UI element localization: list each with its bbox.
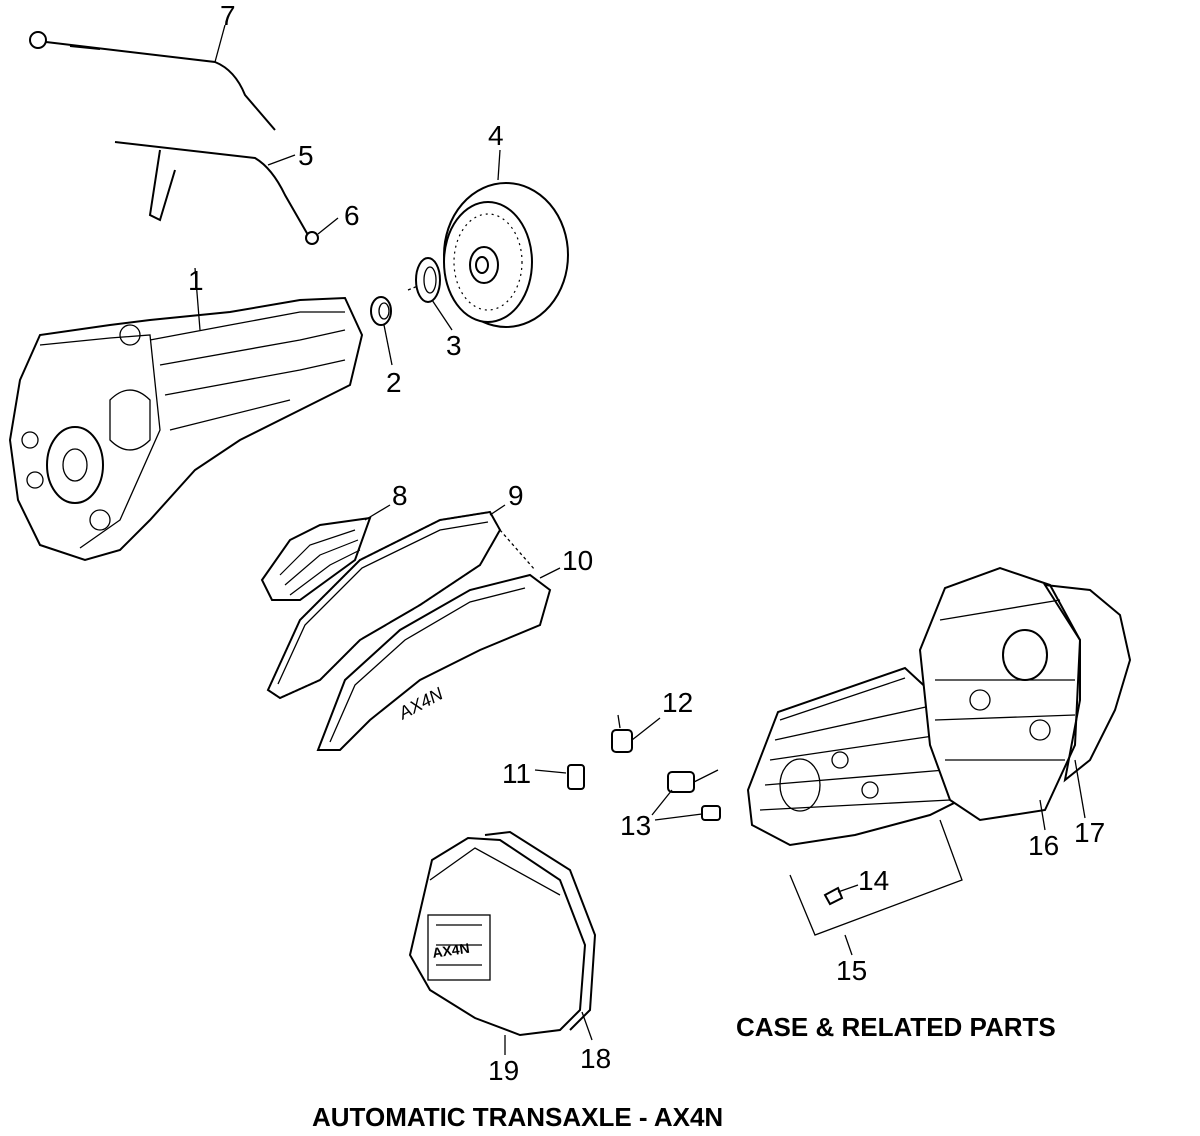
callout-12: 12: [662, 687, 693, 718]
part-18-gasket[interactable]: [484, 830, 597, 1041]
callout-19: 19: [488, 1055, 519, 1086]
part-11-switch[interactable]: [534, 764, 585, 790]
callout-2: 2: [386, 367, 402, 398]
leader-10: [539, 567, 561, 579]
callout-6: 6: [344, 200, 360, 231]
leader-8: [364, 504, 391, 521]
leader-7: [214, 24, 226, 63]
callout-4: 4: [488, 120, 504, 151]
leader-4: [497, 149, 501, 181]
callout-14: 14: [858, 865, 889, 896]
section-caption: CASE & RELATED PARTS: [736, 1012, 1056, 1042]
part-17-gasket[interactable]: [1043, 583, 1132, 819]
callout-9: 9: [508, 480, 524, 511]
leader-5: [267, 154, 296, 166]
leader-13b: [654, 813, 703, 821]
leader-6: [317, 217, 339, 235]
callout-17: 17: [1074, 817, 1105, 848]
leader-2: [383, 324, 393, 366]
leader-3: [431, 299, 453, 331]
callout-18: 18: [580, 1043, 611, 1074]
part-16-case[interactable]: [918, 566, 1082, 831]
leader-9: [489, 504, 506, 516]
part-12-sensor[interactable]: [611, 714, 661, 753]
part-7-dipstick[interactable]: [29, 24, 276, 131]
callout-5: 5: [298, 140, 314, 171]
leader-13a: [651, 789, 673, 816]
callout-8: 8: [392, 480, 408, 511]
leader-14: [837, 884, 859, 893]
leader-12: [631, 717, 661, 741]
callout-10: 10: [562, 545, 593, 576]
leader-16: [1039, 799, 1046, 831]
bracket-15: [789, 819, 963, 936]
callout-1: 1: [188, 265, 204, 296]
part-3-seal[interactable]: [407, 257, 453, 331]
leader-1: [194, 267, 201, 331]
callout-13: 13: [620, 810, 651, 841]
part-2-bushing[interactable]: [370, 296, 393, 366]
callout-16: 16: [1028, 830, 1059, 861]
valve-body-marking: AX4N: [431, 940, 470, 961]
leader-17: [1074, 759, 1086, 819]
part-19-cover[interactable]: AX4N: [408, 836, 587, 1055]
part-4-torque-converter[interactable]: [443, 149, 569, 328]
part-6-seal[interactable]: [305, 217, 339, 245]
part-15-valve-body[interactable]: [746, 666, 963, 956]
callout-3: 3: [446, 330, 462, 361]
leader-15: [844, 934, 853, 956]
part-1-transaxle-case[interactable]: [8, 267, 364, 562]
leader-18: [581, 1011, 593, 1041]
part-14-bolt[interactable]: [823, 884, 859, 906]
part-10-oil-pan[interactable]: AX4N: [316, 567, 561, 751]
leader-11: [534, 769, 567, 774]
callout-7: 7: [220, 0, 236, 31]
part-9-pan-gasket[interactable]: [266, 504, 536, 700]
callout-15: 15: [836, 955, 867, 986]
part-13-sensors[interactable]: [651, 769, 721, 821]
callout-11: 11: [502, 758, 531, 789]
part-8-filter[interactable]: [260, 504, 391, 601]
part-5-filler-tube[interactable]: [114, 141, 309, 236]
diagram-title: AUTOMATIC TRANSAXLE - AX4N: [312, 1102, 723, 1132]
